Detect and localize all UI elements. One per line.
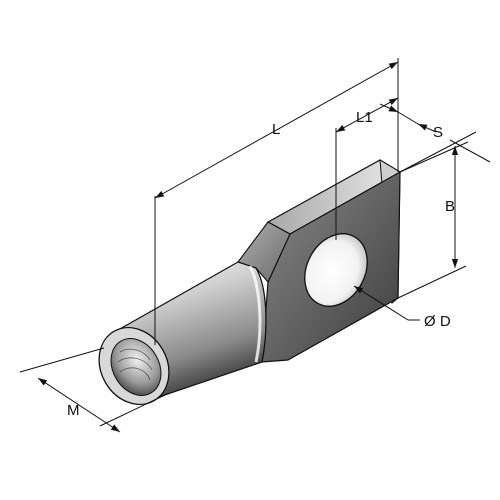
dimension-labels: L L1 S B Ø D M	[67, 109, 455, 419]
label-D: Ø D	[424, 313, 451, 330]
dim-line-L1	[335, 97, 399, 133]
ext-line-B-bottom	[397, 265, 467, 299]
leader-D	[353, 285, 409, 321]
dimension-lines	[19, 58, 491, 433]
dim-line-L	[154, 61, 399, 199]
label-S: S	[433, 124, 443, 141]
label-B: B	[445, 198, 455, 215]
dim-line-S-a	[379, 103, 399, 113]
dim-line-M	[37, 377, 121, 433]
lug-body	[98, 159, 402, 406]
ext-line-M-top	[19, 347, 105, 373]
barrel-shoulder	[248, 265, 262, 363]
bore-thread-lines	[117, 348, 153, 381]
dim-line-S-b	[417, 123, 437, 133]
ext-line-S	[399, 131, 477, 173]
label-L1: L1	[356, 109, 373, 126]
mounting-hole	[304, 233, 368, 307]
label-L: L	[272, 121, 280, 138]
ext-line-B-top	[399, 141, 469, 173]
label-M: M	[67, 402, 80, 419]
